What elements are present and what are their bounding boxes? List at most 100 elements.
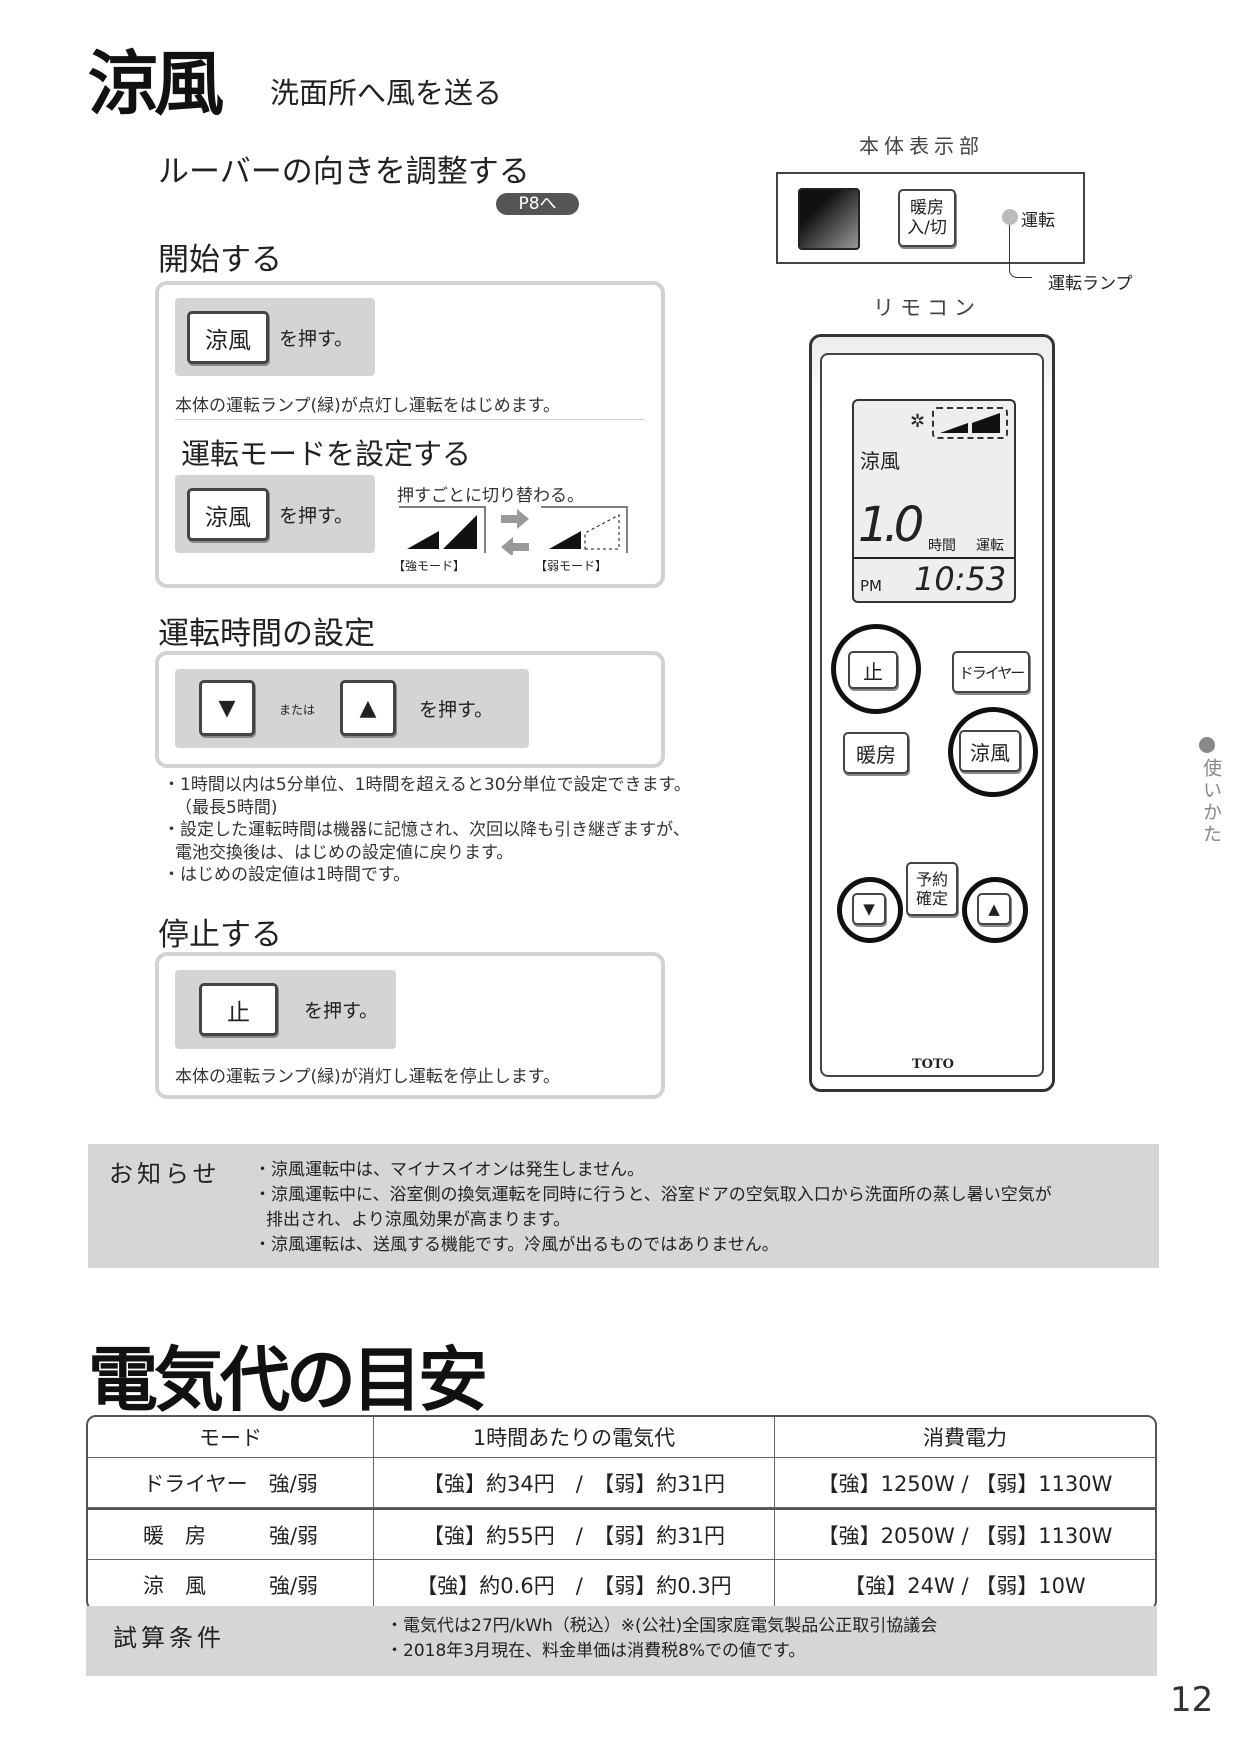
stop-instruction: 止 を押す。 (175, 970, 396, 1049)
mode-heading: 運転モードを設定する (181, 437, 472, 471)
divider (175, 419, 645, 420)
cost-table: モード 1時間あたりの電気代 消費電力 ドライヤー 強/弱 【強】約34円 / … (86, 1415, 1157, 1611)
key-label: 予約 (915, 869, 948, 889)
lcd-hours: 1.0 (858, 497, 924, 553)
lcd-status: 運転 (976, 538, 1004, 554)
key-label: 暖房 (910, 197, 944, 218)
lamp-caption: 運転ランプ (1048, 274, 1133, 294)
timer-instruction: ▼ または ▲ を押す。 (175, 669, 529, 748)
notice-heading: お知らせ (109, 1160, 221, 1188)
remote-control: ✲ 涼風 1.0 時間 運転 PM 10:53 止 ドライヤー 暖房 涼風 予約… (809, 334, 1055, 1092)
louver-heading: ルーバーの向きを調整する (158, 154, 530, 190)
table-row: ドライヤー 強/弱 【強】約34円 / 【弱】約31円 【強】1250W / 【… (88, 1458, 1155, 1508)
column-header: 消費電力 (775, 1417, 1155, 1458)
notice-item: ・涼風運転は、送風する機能です。冷風が出るものではありません。 (254, 1235, 779, 1255)
dryer-button[interactable]: ドライヤー (952, 651, 1030, 693)
weak-mode-icon (541, 506, 628, 553)
conditions-heading: 試算条件 (113, 1624, 225, 1652)
table-row: 暖 房 強/弱 【強】約55円 / 【弱】約31円 【強】2050W / 【弱】… (88, 1508, 1155, 1560)
lcd-mode: 涼風 (860, 449, 900, 473)
press-text: を押す。 (304, 1000, 379, 1022)
display-window (798, 188, 860, 250)
toggle-text: 押すごとに切り替わる。 (397, 486, 584, 506)
lcd-hours-unit: 時間 (928, 538, 956, 554)
note-line: ・1時間以内は5分単位、1時間を超えると30分単位で設定できます。 (163, 775, 691, 795)
stop-button-highlight (831, 624, 921, 714)
page-reference-link[interactable]: P8へ (496, 193, 579, 215)
notice-item: 排出され、より涼風効果が高まります。 (266, 1210, 571, 1230)
start-heading: 開始する (158, 242, 282, 278)
strong-mode-label: 【強モード】 (393, 559, 466, 573)
page-subtitle: 洗面所へ風を送る (270, 76, 503, 110)
heat-onoff-key: 暖房 入/切 (898, 189, 956, 247)
start-instruction: 涼風 を押す。 (175, 298, 375, 376)
conditions-list: ・電気代は27円/kWh（税込）※(公社)全国家庭電気製品公正取引協議会 ・20… (386, 1614, 937, 1664)
timer-notes: ・1時間以内は5分単位、1時間を超えると30分単位で設定できます。 （最長5時間… (163, 774, 691, 887)
mode-cell: 暖 房 強/弱 (88, 1508, 374, 1560)
down-button[interactable]: ▼ (852, 893, 886, 925)
mode-cell: 涼 風 強/弱 (88, 1560, 374, 1609)
timer-heading: 運転時間の設定 (158, 616, 375, 652)
or-text: または (279, 703, 316, 717)
cost-cell: 【強】約55円 / 【弱】約31円 (374, 1508, 775, 1560)
table-header-row: モード 1時間あたりの電気代 消費電力 (88, 1417, 1155, 1458)
note-line: 電池交換後は、はじめの設定値に戻ります。 (175, 842, 514, 863)
heat-button[interactable]: 暖房 (843, 732, 909, 774)
page-number: 12 (1170, 1680, 1214, 1720)
power-cell: 【強】2050W / 【弱】1130W (775, 1508, 1155, 1560)
stop-key: 止 (199, 983, 278, 1036)
cool-button[interactable]: 涼風 (959, 730, 1021, 772)
press-text: を押す。 (279, 505, 354, 527)
lcd-ampm: PM (860, 577, 882, 595)
lamp-icon (1002, 209, 1018, 225)
reserve-confirm-button[interactable]: 予約 確定 (906, 862, 958, 916)
swap-arrows-icon (501, 509, 529, 555)
main-unit-label: 本体表示部 (859, 134, 984, 158)
stop-button[interactable]: 止 (848, 651, 898, 689)
up-button[interactable]: ▲ (977, 893, 1011, 925)
lcd-clock: 10:53 (914, 560, 1007, 598)
note-line: ・設定した運転時間は機器に記憶され、次回以降も引き継ぎますが、 (163, 820, 690, 840)
main-unit-panel: 暖房 入/切 運転 (776, 172, 1085, 264)
power-cell: 【強】1250W / 【弱】1130W (775, 1458, 1155, 1508)
lcd-divider (854, 557, 1014, 559)
power-cell: 【強】24W / 【弱】10W (844, 1573, 1086, 1598)
mode-instruction: 涼風 を押す。 (175, 475, 375, 553)
page-title: 涼風 (88, 43, 224, 125)
mode-toggle-diagram (399, 506, 628, 555)
press-text: を押す。 (419, 699, 494, 721)
note-line: （最長5時間) (175, 797, 278, 818)
cost-cell: 【強】約34円 / 【弱】約31円 (374, 1458, 775, 1508)
lcd-screen: ✲ 涼風 1.0 時間 運転 PM 10:53 (852, 399, 1016, 603)
start-note: 本体の運転ランプ(緑)が点灯し運転をはじめます。 (175, 396, 561, 416)
weak-mode-label: 【弱モード】 (535, 559, 608, 573)
stop-heading: 停止する (158, 917, 282, 953)
fan-strength-indicator (932, 407, 1008, 439)
timer-box: ▼ または ▲ を押す。 (155, 651, 665, 768)
leader-line (1009, 225, 1032, 278)
notice-box: お知らせ ・涼風運転中は、マイナスイオンは発生しません。 ・涼風運転中に、浴室側… (88, 1144, 1159, 1268)
key-label: 確定 (915, 889, 948, 908)
condition-item: ・2018年3月現在、料金単価は消費税8%での値です。 (386, 1641, 806, 1661)
cool-key: 涼風 (187, 311, 269, 364)
section-tab: 使いかた (1200, 758, 1222, 846)
section-dot-icon (1199, 737, 1215, 753)
condition-item: ・電気代は27円/kWh（税込）※(公社)全国家庭電気製品公正取引協議会 (386, 1616, 938, 1636)
fan-icon: ✲ (910, 411, 926, 432)
conditions-box: 試算条件 ・電気代は27円/kWh（税込）※(公社)全国家庭電気製品公正取引協議… (86, 1606, 1157, 1676)
key-label: 入/切 (907, 218, 947, 238)
notice-item: ・涼風運転中に、浴室側の換気運転を同時に行うと、浴室ドアの空気取入口から洗面所の… (254, 1185, 1052, 1205)
stop-box: 止 を押す。 本体の運転ランプ(緑)が消灯し運転を停止します。 (155, 952, 665, 1099)
note-line: ・はじめの設定値は1時間です。 (163, 865, 411, 885)
press-text: を押す。 (279, 328, 354, 350)
down-key: ▼ (199, 680, 255, 736)
strong-mode-icon (399, 506, 486, 553)
cool-key: 涼風 (187, 488, 269, 541)
column-header: モード (88, 1417, 374, 1458)
start-mode-box: 涼風 を押す。 本体の運転ランプ(緑)が点灯し運転をはじめます。 運転モードを設… (155, 281, 665, 588)
notice-list: ・涼風運転中は、マイナスイオンは発生しません。 ・涼風運転中に、浴室側の換気運転… (254, 1158, 1052, 1258)
notice-item: ・涼風運転中は、マイナスイオンは発生しません。 (254, 1160, 645, 1180)
stop-note: 本体の運転ランプ(緑)が消灯し運転を停止します。 (175, 1067, 561, 1087)
up-key: ▲ (340, 680, 396, 736)
